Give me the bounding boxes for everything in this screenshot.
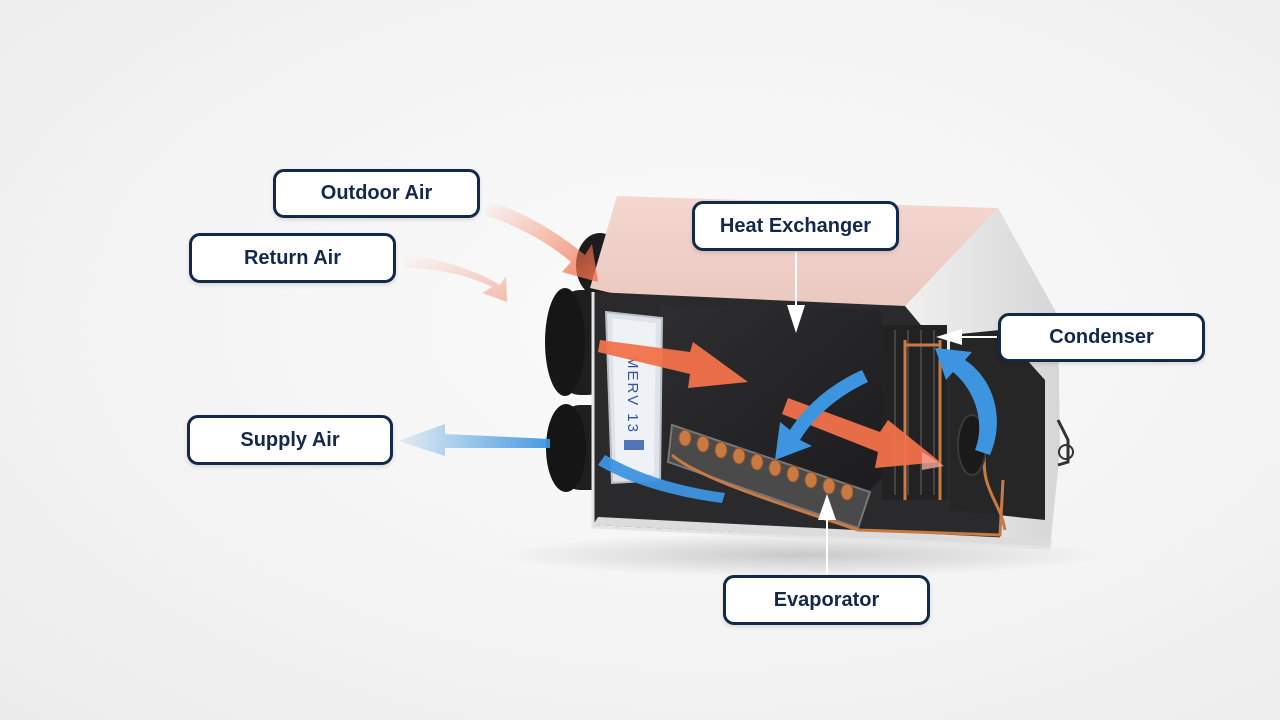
supply-air-label: Supply Air — [187, 415, 393, 465]
evaporator-label: Evaporator — [723, 575, 930, 625]
merv13-filter: MERV 13 — [604, 310, 664, 485]
heat-exchanger-label: Heat Exchanger — [692, 201, 899, 251]
return-air-text: Return Air — [243, 246, 342, 269]
merv-label: MERV 13 — [624, 356, 641, 434]
outdoor-air-label: Outdoor Air — [273, 169, 480, 218]
supply-air-text: Supply Air — [240, 428, 340, 451]
outdoor-air-arrow — [485, 200, 598, 282]
evaporator-text: Evaporator — [773, 588, 880, 611]
outdoor-air-text: Outdoor Air — [320, 182, 433, 204]
side-bracket — [1056, 419, 1074, 467]
supply-air-arrow — [398, 424, 550, 456]
condenser-text: Condenser — [1049, 326, 1154, 348]
evaporator-coil — [666, 423, 1005, 537]
heat-exchanger-text: Heat Exchanger — [719, 214, 872, 237]
pointer-arrow-icon — [787, 305, 805, 333]
pointer-arrow-icon — [818, 494, 836, 520]
warm-airflow-arrows — [598, 340, 944, 470]
condenser-label: Condenser — [998, 313, 1205, 362]
return-air-arrow — [405, 255, 507, 302]
callout-pointers — [787, 252, 997, 574]
cabinet-base — [593, 517, 1052, 548]
return-air-label: Return Air — [189, 233, 396, 283]
cool-airflow-arrows — [598, 348, 997, 503]
pointer-arrow-icon — [936, 329, 962, 345]
